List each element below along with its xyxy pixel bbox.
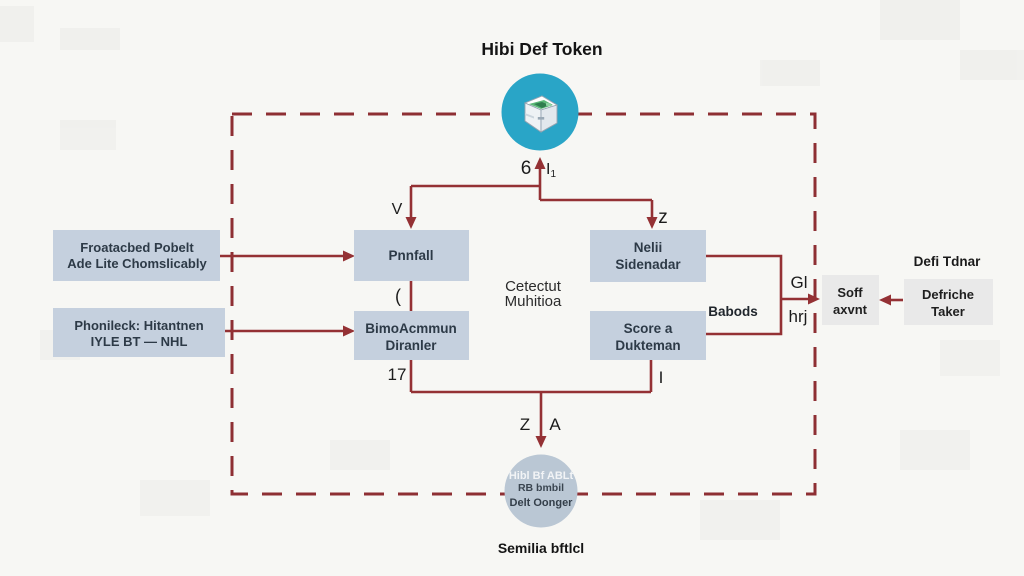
- svg-text:Hibl Bf ABLt: Hibl Bf ABLt: [509, 470, 574, 482]
- svg-text:Z: Z: [520, 415, 530, 434]
- svg-text:(: (: [395, 286, 401, 306]
- svg-text:A: A: [549, 415, 561, 434]
- svg-text:hrj: hrj: [789, 307, 808, 326]
- svg-text:Delt Oonger: Delt Oonger: [510, 497, 574, 509]
- svg-text:BimoAcmmun: BimoAcmmun: [365, 321, 457, 336]
- svg-text:Dukteman: Dukteman: [615, 338, 680, 353]
- svg-text:6: 6: [521, 158, 532, 179]
- svg-text:Ade Lite Chomslicably: Ade Lite Chomslicably: [67, 256, 207, 271]
- svg-text:IYLE BT — NHL: IYLE BT — NHL: [91, 334, 188, 349]
- svg-text:Pnnfall: Pnnfall: [388, 248, 433, 263]
- svg-text:RB bmbil: RB bmbil: [518, 482, 564, 494]
- svg-text:Cetectut: Cetectut: [505, 278, 562, 295]
- svg-text:Sidenadar: Sidenadar: [615, 257, 681, 272]
- svg-text:z: z: [658, 207, 668, 228]
- svg-text:I1: I1: [546, 161, 556, 180]
- svg-text:Hibi Def Token: Hibi Def Token: [481, 39, 602, 59]
- svg-text:Phonileck: Hitantnen: Phonileck: Hitantnen: [74, 318, 203, 333]
- svg-text:Gl: Gl: [791, 273, 808, 292]
- svg-text:I: I: [659, 368, 664, 387]
- svg-text:Soff: Soff: [837, 285, 863, 300]
- svg-text:V: V: [392, 201, 403, 218]
- svg-text:Diranler: Diranler: [385, 338, 437, 353]
- svg-text:Defriche: Defriche: [922, 287, 974, 302]
- svg-text:17: 17: [388, 365, 407, 384]
- svg-text:Defi Tdnar: Defi Tdnar: [914, 254, 982, 269]
- svg-text:Muhitioa: Muhitioa: [505, 293, 562, 310]
- svg-text:Froatacbed Pobelt: Froatacbed Pobelt: [80, 240, 194, 255]
- svg-text:Babods: Babods: [708, 304, 758, 319]
- svg-text:Taker: Taker: [931, 304, 965, 319]
- svg-text:axvnt: axvnt: [833, 302, 868, 317]
- svg-text:Score a: Score a: [624, 321, 673, 336]
- svg-text:Nelii: Nelii: [634, 240, 663, 255]
- svg-text:Semilia bftlcl: Semilia bftlcl: [498, 540, 584, 556]
